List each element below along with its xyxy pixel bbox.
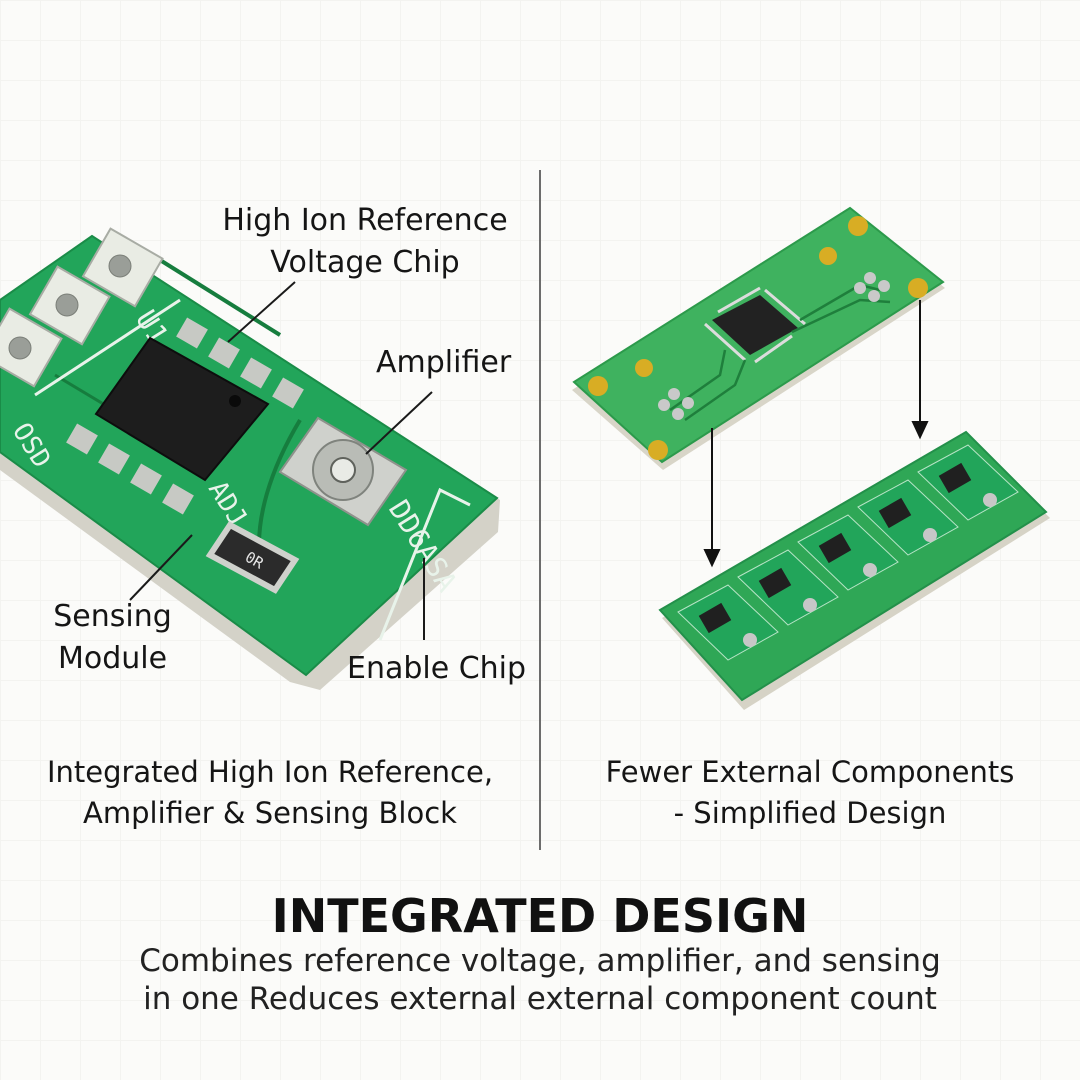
sensing-module-callout: Sensing Module [53, 599, 172, 676]
page-title: INTEGRATED DESIGN [271, 889, 809, 943]
reference-chip-callout: High Ion Reference Voltage Chip [222, 203, 508, 280]
panel-divider [539, 170, 541, 850]
bare-chip-board [572, 206, 945, 470]
module-unit-5 [917, 444, 1019, 521]
enable-chip-callout: Enable Chip [347, 651, 527, 686]
reference-voltage-chip [66, 317, 304, 515]
module-unit-4 [857, 479, 959, 556]
amplifier-callout: Amplifier [376, 345, 512, 380]
sensing-resistor: 0R [205, 521, 300, 594]
left-caption: Integrated High Ion Reference, Amplifier… [46, 755, 494, 830]
pin-pad-2 [28, 265, 111, 346]
module-array-panel [658, 430, 1050, 710]
pin-pad-3 [0, 307, 63, 388]
right-caption: Fewer External Components - Simplified D… [605, 755, 1015, 830]
module-unit-2 [737, 549, 839, 626]
connection-arrows [703, 300, 929, 568]
module-unit-3 [797, 514, 899, 591]
page-description: Combines reference voltage, amplifier, a… [139, 943, 941, 1017]
amplifier-trimmer [278, 416, 408, 527]
pin-pad-1 [81, 227, 164, 308]
modules-panel-illustration [572, 206, 1050, 710]
module-closeup-illustration: U1 CE 6 OSD ADJ DD6ASA 0R [0, 227, 500, 690]
module-unit-1 [677, 584, 779, 661]
